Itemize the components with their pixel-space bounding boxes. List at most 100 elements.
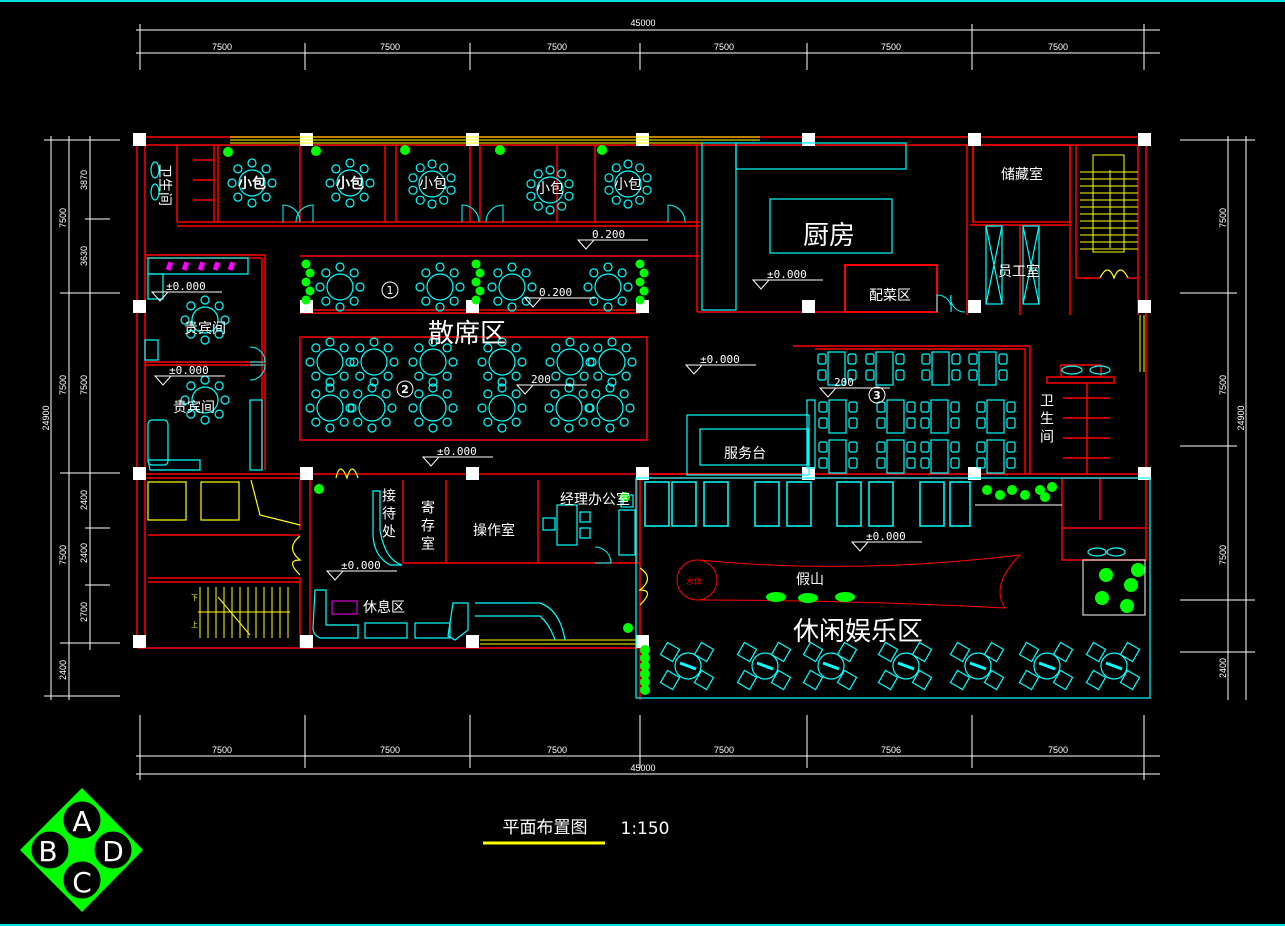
round-table [487,262,537,312]
chair [545,165,555,175]
chair [455,282,465,292]
dim-right-bay: 2400 [1218,658,1228,678]
east-restroom-sinks [150,161,1126,557]
chair [200,335,210,345]
level-value: 200 [834,376,854,389]
stair-label-up: 上 [191,620,198,629]
chair [408,173,418,183]
rect-table [968,351,1008,386]
chair [895,353,905,365]
label-private-room: 小包 [238,175,266,192]
chair [627,357,637,367]
chair [345,198,355,208]
chair [220,315,230,325]
chair [415,282,425,292]
round-table [585,383,635,433]
dim-bottom-total: 45000 [630,763,655,773]
chair [339,343,349,353]
chair [635,163,645,173]
drawing-scale: 1:150 [621,819,670,839]
stairs-southwest [198,587,290,638]
leisure-table [802,641,858,691]
chair [227,178,237,188]
shrub [1040,492,1050,502]
chair [876,401,886,413]
dim-left-total: 24900 [41,405,51,430]
shrub [1095,591,1109,605]
chair [428,383,438,393]
hedge-shrub [635,259,645,269]
plant [597,145,607,155]
level-value: ±0.000 [169,364,209,377]
chair [349,268,359,278]
chair [389,357,399,367]
chair [180,315,190,325]
chair [619,389,629,399]
chair [339,417,349,427]
chair [950,417,960,429]
chair [818,417,828,429]
chair [836,669,858,691]
chair [818,441,828,453]
chair [1119,641,1141,663]
dim-top-bay: 7500 [547,42,567,52]
chair [428,377,438,387]
dim-top-bay: 7500 [881,42,901,52]
dim-bottom-bay: 7500 [714,745,734,755]
chair [439,163,449,173]
chair [589,296,599,306]
viewport-top-border [0,0,1285,2]
chair [507,262,517,272]
level-triangle [325,570,345,581]
chair [593,343,603,353]
label-reception: 接待处 [380,487,396,542]
dim-left-inner: 3630 [79,246,89,266]
shrub [1099,568,1113,582]
dim-left-inner: 2400 [79,543,89,563]
dim-top-bay: 7500 [1048,42,1068,52]
chair [315,282,325,292]
chair [247,198,257,208]
chair [591,417,601,427]
chair [381,417,391,427]
chair [311,417,321,427]
hedge-shrub [475,268,485,278]
hedge-shrub [640,677,650,687]
chair [353,389,363,399]
label-manager-office: 经理办公室 [560,491,630,508]
hedge-shrub [471,277,481,287]
service-counter [686,399,816,476]
leisure-table [736,641,792,691]
label-restroom-east: 卫生间 [1038,393,1054,447]
dim-right-bay: 7500 [1218,375,1228,395]
compass-label-a: A [72,805,91,838]
chair [446,185,456,195]
room-labels: 卫生间 小包 小包 小包 小包 小包 贵宾间 贵宾间 散席区 厨房 配菜区 储藏… [156,164,1054,647]
chair [442,389,452,399]
round-tables [180,158,652,433]
chair [906,417,916,429]
level-marker: ±0.000 [751,268,823,290]
chair [611,195,621,205]
label-private-room: 小包 [336,175,364,192]
chair [642,173,652,183]
round-table [526,165,574,215]
round-table [477,383,527,433]
compass-label-d: D [102,835,124,868]
dim-bottom-bay: 7500 [1048,745,1068,755]
level-marker: ±0.000 [684,353,756,375]
chair [847,353,857,365]
hedge-shrub [639,268,649,278]
chair [906,401,916,413]
chair [355,343,365,353]
chair [906,457,916,469]
level-marker: 200 [818,376,890,398]
rockery-plant [766,592,786,602]
zone-marker-1: 1 [387,284,394,297]
chair [1006,417,1016,429]
chair [585,403,595,413]
chair [267,178,277,188]
compass-legend[interactable]: A B D C [20,788,143,912]
chair [865,353,875,365]
